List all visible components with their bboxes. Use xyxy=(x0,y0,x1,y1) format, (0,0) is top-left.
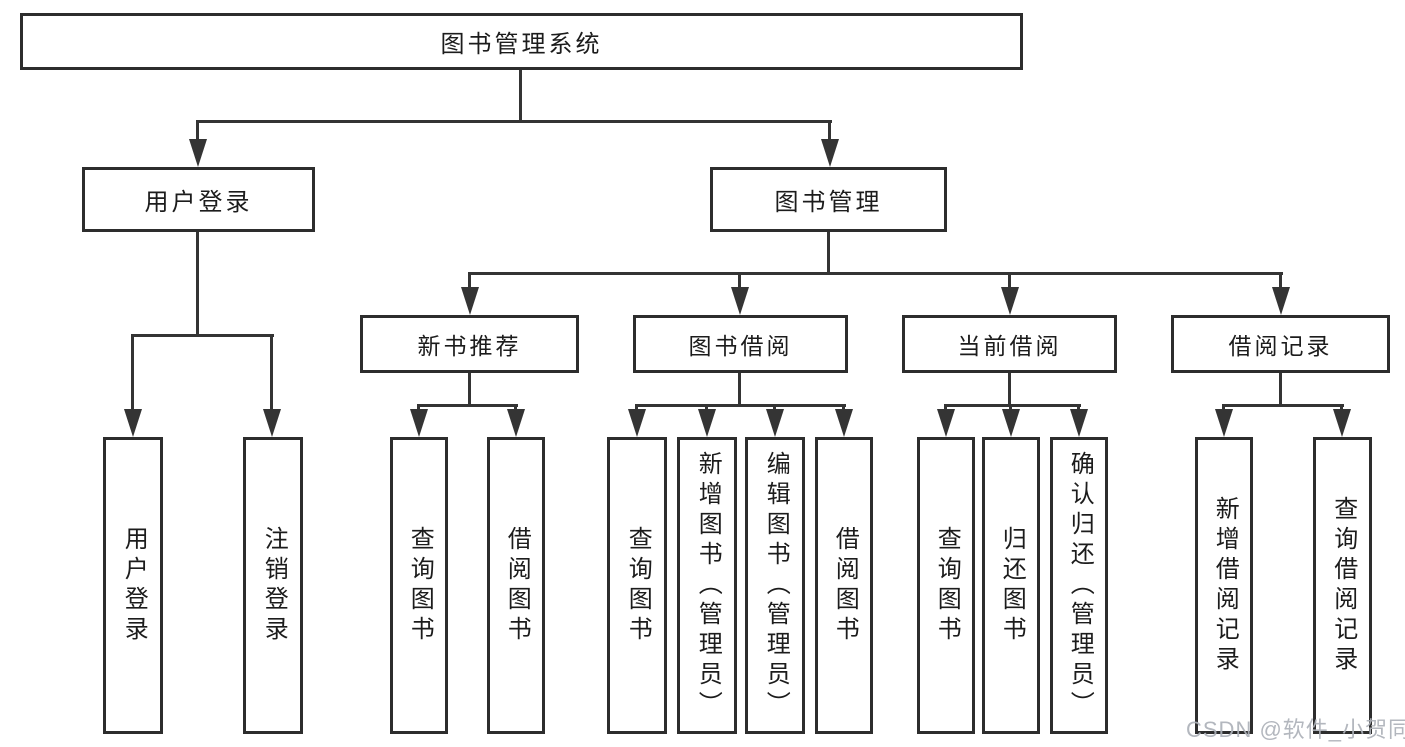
csdn-watermark: CSDN @软件_小贺同学 xyxy=(1186,717,1405,742)
node-current-borrowing-label: 当前借阅 xyxy=(957,334,1062,359)
connector-user-login-branch xyxy=(132,334,274,337)
arrow-to-borrow-books-2 xyxy=(834,404,853,437)
node-book-borrowing-label: 图书借阅 xyxy=(688,334,793,359)
leaf-query-books-1: 查询图书 xyxy=(390,437,448,734)
arrow-to-query-borrow-record xyxy=(1332,404,1351,437)
arrow-to-user-login xyxy=(188,120,207,167)
leaf-borrow-books-1: 借阅图书 xyxy=(487,437,545,734)
connector-root-stem xyxy=(519,70,522,121)
arrow-to-return-book xyxy=(1001,404,1020,437)
node-borrowing-records: 借阅记录 xyxy=(1171,315,1390,373)
arrow-to-book-borrowing xyxy=(730,272,749,315)
arrow-to-add-book xyxy=(697,404,716,437)
leaf-user-login: 用户登录 xyxy=(103,437,163,734)
leaf-logout: 注销登录 xyxy=(243,437,303,734)
leaf-edit-book-admin-label: 编辑图书（管理员） xyxy=(762,450,789,721)
arrow-to-query-books-1 xyxy=(409,404,428,437)
leaf-query-borrow-record: 查询借阅记录 xyxy=(1313,437,1372,734)
leaf-borrow-books-2-label: 借阅图书 xyxy=(831,525,858,646)
node-new-book-recommend: 新书推荐 xyxy=(360,315,579,373)
connector-current-borrowing-stem xyxy=(1008,373,1011,406)
node-current-borrowing: 当前借阅 xyxy=(902,315,1117,373)
arrow-to-edit-book xyxy=(765,404,784,437)
leaf-query-books-2-label: 查询图书 xyxy=(624,525,651,646)
connector-level1-branch xyxy=(197,120,832,123)
connector-new-book-stem xyxy=(468,373,471,406)
arrow-to-borrow-books-1 xyxy=(506,404,525,437)
node-root-label: 图书管理系统 xyxy=(440,32,603,58)
arrow-to-new-book-recommend xyxy=(460,272,479,315)
arrow-to-current-borrowing xyxy=(1000,272,1019,315)
leaf-return-book-label: 归还图书 xyxy=(998,525,1025,646)
arrow-to-confirm-return xyxy=(1069,404,1088,437)
leaf-edit-book-admin: 编辑图书（管理员） xyxy=(745,437,805,734)
arrow-to-add-borrow-record xyxy=(1214,404,1233,437)
arrow-to-borrowing-records xyxy=(1271,272,1290,315)
leaf-add-borrow-record: 新增借阅记录 xyxy=(1195,437,1253,734)
leaf-confirm-return-admin-label: 确认归还（管理员） xyxy=(1066,450,1093,721)
node-book-borrowing: 图书借阅 xyxy=(633,315,848,373)
connector-borrowing-records-branch xyxy=(1222,404,1344,407)
arrow-to-leaf-user-login xyxy=(123,334,142,437)
node-new-book-recommend-label: 新书推荐 xyxy=(417,334,522,359)
node-book-management-label: 图书管理 xyxy=(774,190,883,216)
connector-user-login-stem xyxy=(196,232,199,336)
leaf-borrow-books-2: 借阅图书 xyxy=(815,437,873,734)
leaf-query-books-1-label: 查询图书 xyxy=(406,525,433,646)
leaf-confirm-return-admin: 确认归还（管理员） xyxy=(1050,437,1108,734)
node-borrowing-records-label: 借阅记录 xyxy=(1228,334,1333,359)
connector-new-book-branch xyxy=(417,404,518,407)
leaf-query-books-2: 查询图书 xyxy=(607,437,667,734)
node-root: 图书管理系统 xyxy=(20,13,1023,70)
node-user-login-label: 用户登录 xyxy=(144,190,253,216)
connector-book-borrowing-branch xyxy=(635,404,846,407)
leaf-borrow-books-1-label: 借阅图书 xyxy=(503,525,530,646)
leaf-user-login-label: 用户登录 xyxy=(120,525,147,646)
leaf-return-book: 归还图书 xyxy=(982,437,1040,734)
connector-current-borrowing-branch xyxy=(944,404,1081,407)
connector-book-borrowing-stem xyxy=(738,373,741,406)
leaf-query-books-3-label: 查询图书 xyxy=(933,525,960,646)
leaf-add-book-admin: 新增图书（管理员） xyxy=(677,437,737,734)
node-user-login: 用户登录 xyxy=(82,167,315,232)
arrow-to-leaf-logout xyxy=(262,334,281,437)
arrow-to-query-books-3 xyxy=(936,404,955,437)
connector-level2-branch xyxy=(468,272,1283,275)
leaf-logout-label: 注销登录 xyxy=(260,525,287,646)
leaf-add-borrow-record-label: 新增借阅记录 xyxy=(1211,495,1238,676)
arrow-to-book-management xyxy=(820,120,839,167)
leaf-query-borrow-record-label: 查询借阅记录 xyxy=(1329,495,1356,676)
connector-book-management-stem xyxy=(827,232,830,274)
connector-borrowing-records-stem xyxy=(1279,373,1282,406)
arrow-to-query-books-2 xyxy=(627,404,646,437)
node-book-management: 图书管理 xyxy=(710,167,947,232)
leaf-add-book-admin-label: 新增图书（管理员） xyxy=(694,450,721,721)
leaf-query-books-3: 查询图书 xyxy=(917,437,975,734)
